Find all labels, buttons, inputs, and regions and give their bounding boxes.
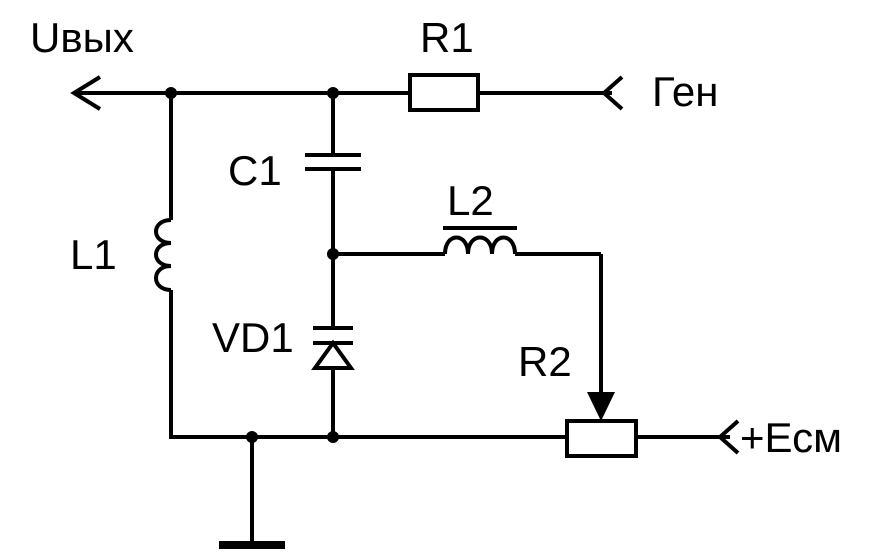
label-generator: Ген [652, 68, 719, 115]
label-vd1: VD1 [212, 314, 294, 361]
inductor-l2-icon [443, 235, 517, 255]
label-output: Uвых [30, 14, 134, 61]
junction-dot [327, 248, 339, 260]
label-bias: +Есм [740, 414, 842, 461]
junction-dot [327, 431, 339, 443]
label-r2: R2 [518, 338, 572, 385]
bias-terminal-icon [716, 419, 740, 455]
label-l1: L1 [70, 231, 117, 278]
label-l2: L2 [447, 177, 494, 224]
junction-dot [165, 87, 177, 99]
junction-dot [327, 87, 339, 99]
inductor-l1-icon [154, 218, 172, 292]
resistor-r1-icon [408, 73, 480, 112]
junction-dot [246, 431, 258, 443]
resistor-r2-icon [565, 419, 638, 458]
potentiometer-wiper-icon [587, 392, 615, 421]
label-c1: C1 [228, 147, 282, 194]
generator-terminal-icon [600, 75, 624, 111]
output-arrow-icon [70, 75, 102, 111]
ground-icon [219, 541, 285, 549]
label-r1: R1 [420, 14, 474, 61]
diode-vd1-icon [311, 339, 355, 370]
